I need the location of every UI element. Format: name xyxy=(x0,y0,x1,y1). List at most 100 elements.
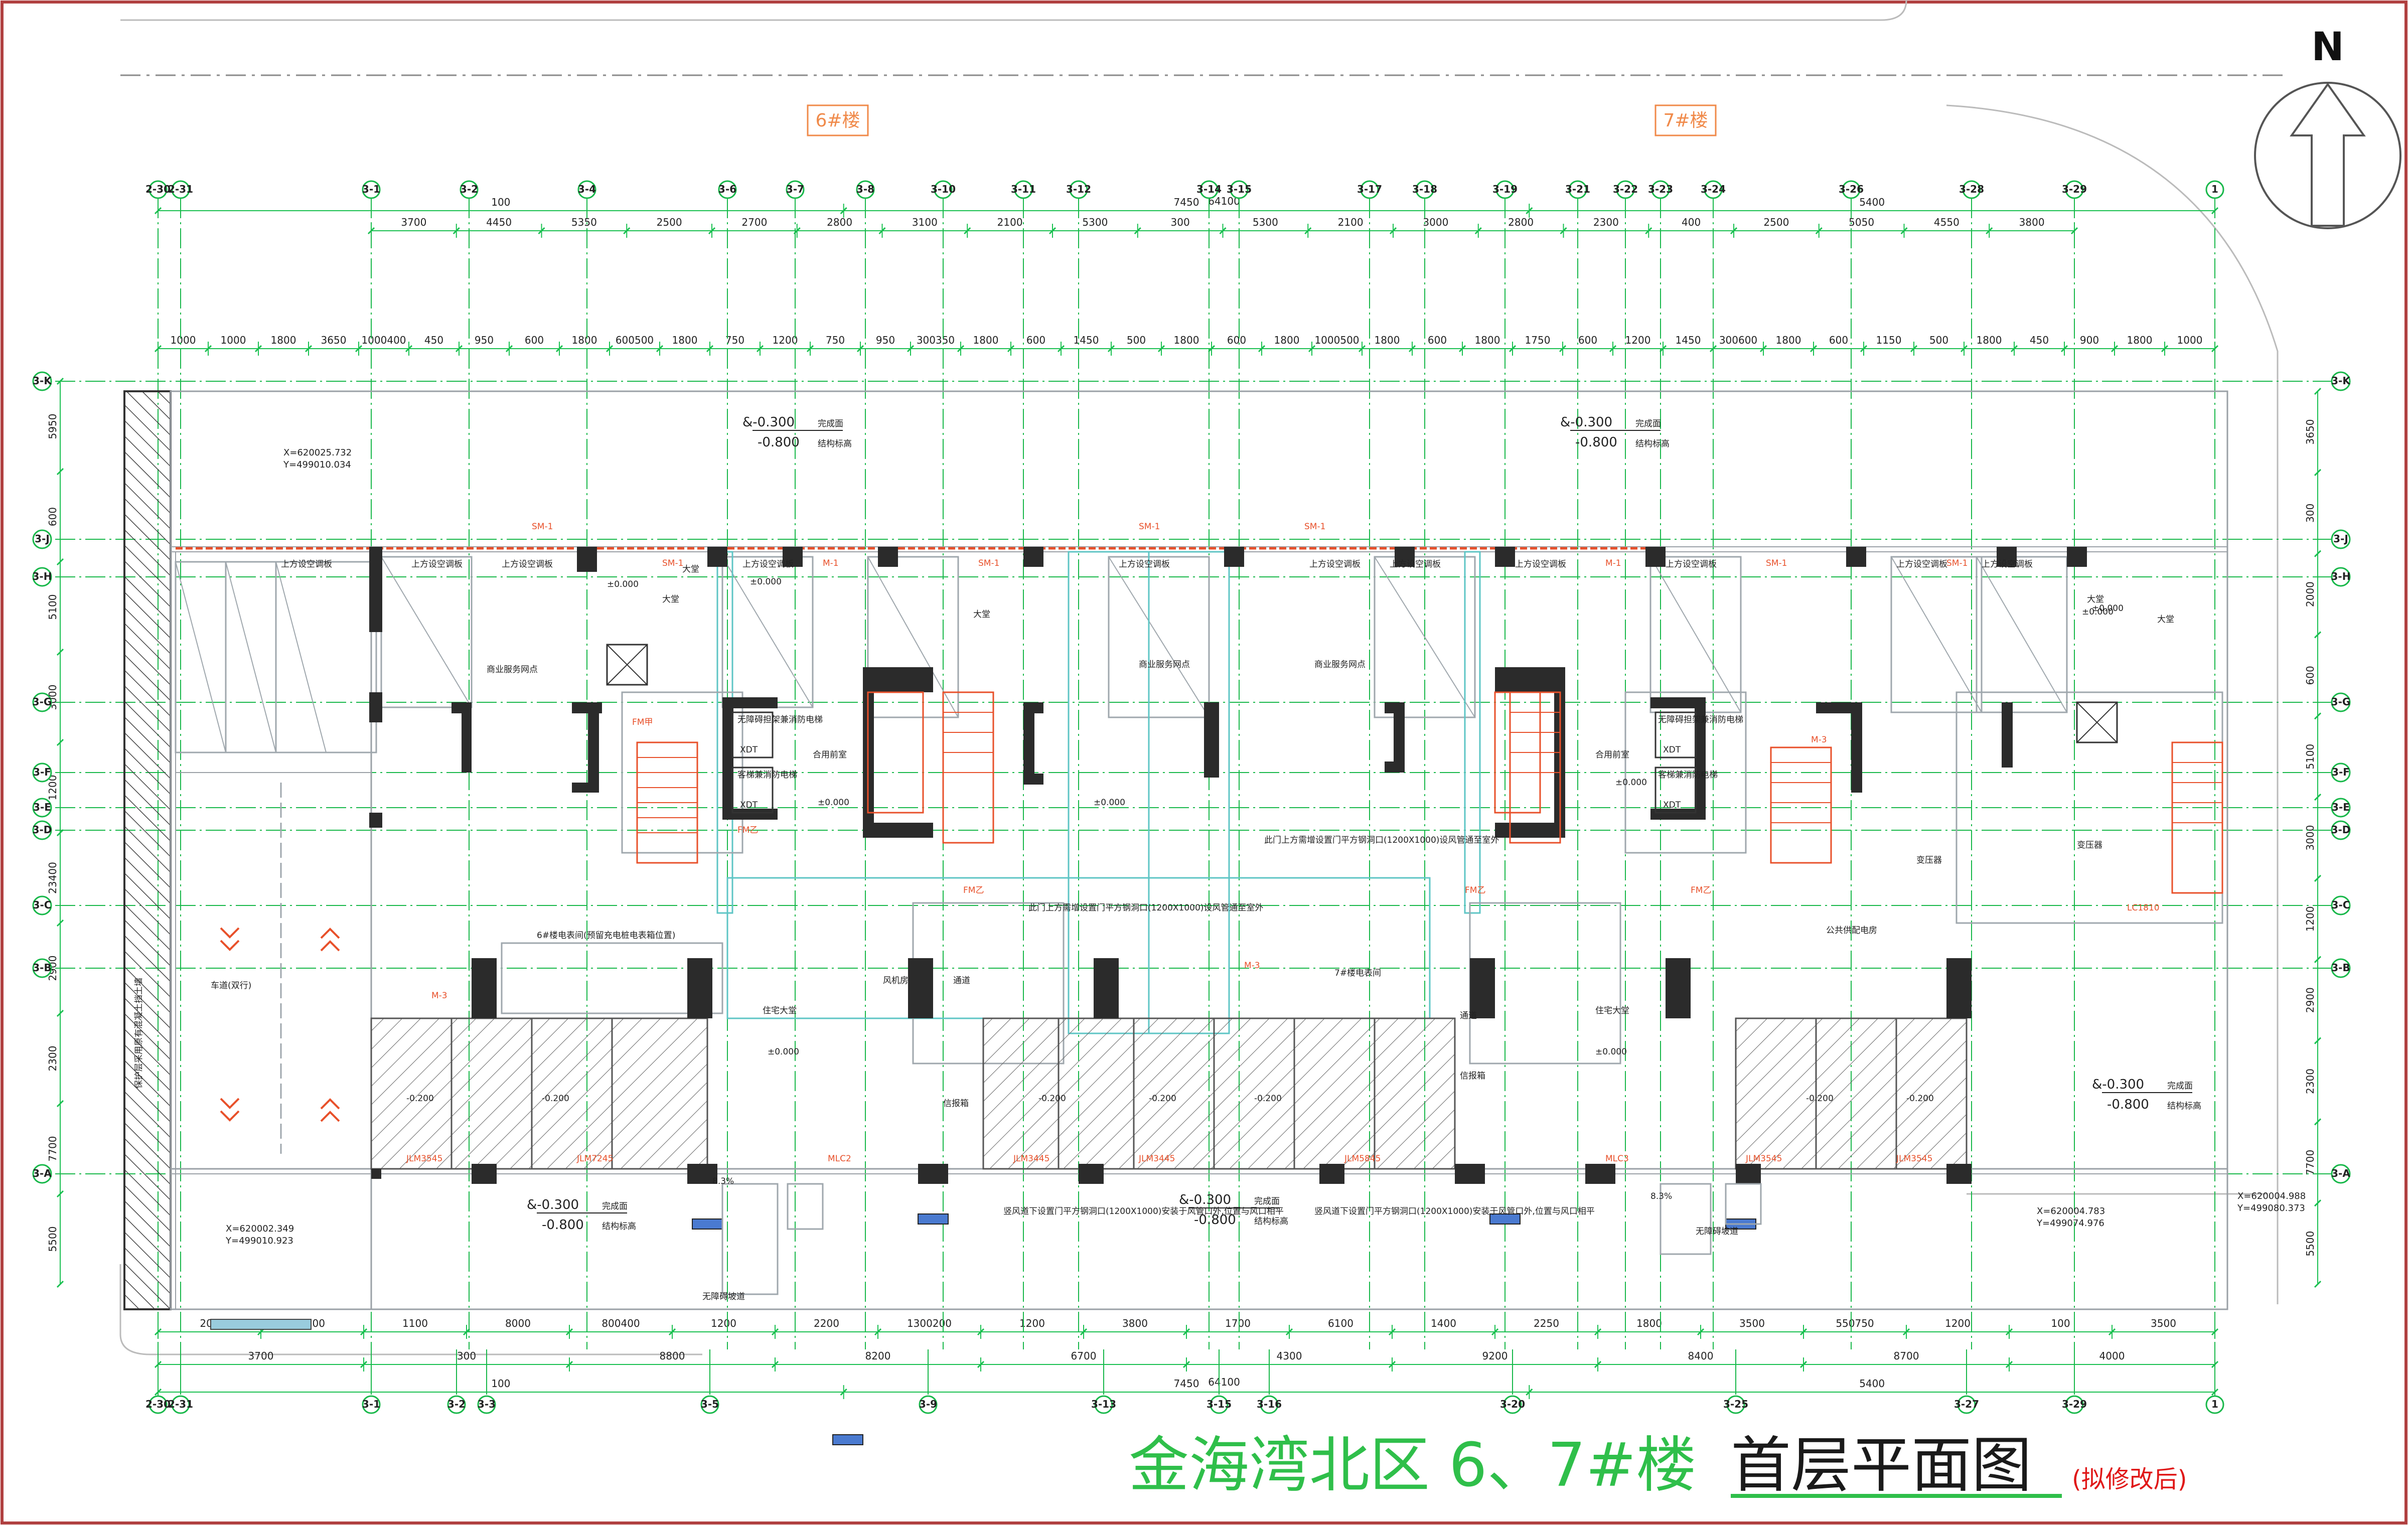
dim-tick-v xyxy=(56,738,64,746)
axis-label-top: 3-21 xyxy=(1565,183,1590,195)
dim-value: 550750 xyxy=(1836,1317,1874,1329)
room-label: 上方设空调板 xyxy=(742,559,794,569)
room-label: -0.200 xyxy=(1806,1094,1834,1104)
elevation-bottom: -0.800 xyxy=(1575,435,1617,450)
driveway-arrows xyxy=(220,783,340,1154)
dim-value: 5300 xyxy=(1253,216,1278,228)
axis-bubble-bottom xyxy=(1260,1395,1279,1414)
axis-label-bottom: 2-30 xyxy=(145,1398,171,1410)
coord-y: Y=499074.976 xyxy=(2036,1218,2104,1229)
vent-note: 此门上方需增设置门平方钢洞口(1200X1000)设风管通至室外 xyxy=(1264,835,1499,845)
building-label-7: 7#楼 xyxy=(1654,104,1717,136)
barrier-free-note: 无障碍坡道 xyxy=(1696,1227,1738,1237)
axis-bubble-right xyxy=(2331,798,2351,818)
axis-label-right: 3-J xyxy=(2333,533,2348,545)
dim-value: 1700 xyxy=(1225,1317,1251,1329)
door-tag: JLM5845 xyxy=(1344,1154,1381,1164)
door-tag: M-3 xyxy=(431,991,447,1001)
axis-bubble-right xyxy=(2331,529,2351,549)
axis-bubble-top xyxy=(362,180,381,199)
dim-value-v: 300 xyxy=(2304,504,2316,523)
elevator-shafts xyxy=(606,644,2118,814)
dim-value: 7450 xyxy=(1174,196,1199,208)
axis-label-left: 3-B xyxy=(33,962,51,974)
room-label: 商业服务网点 xyxy=(1139,660,1190,670)
door-tag: SM-1 xyxy=(978,558,999,568)
axis-bubble-left xyxy=(32,1164,52,1184)
room-label: 合用前室 xyxy=(1595,750,1629,760)
axis-bubble-right xyxy=(2331,692,2351,712)
dim-tick-v xyxy=(2314,550,2322,557)
dim-value: 300350 xyxy=(917,334,955,346)
axis-label-top: 3-15 xyxy=(1227,183,1252,195)
dim-value-v: 7700 xyxy=(2304,1150,2316,1175)
axis-label-bottom: 3-5 xyxy=(701,1398,719,1410)
axis-bubble-bottom xyxy=(1957,1395,1976,1414)
axis-bubble-top xyxy=(2065,180,2084,199)
axis-label-top: 3-6 xyxy=(718,183,736,195)
axis-bubble-top xyxy=(1415,180,1434,199)
axis-label-top: 3-26 xyxy=(1839,183,1864,195)
room-label: 客梯兼消防电梯 xyxy=(737,770,797,780)
dim-tick-v xyxy=(56,558,64,566)
elevation-bottom-note: 结构标高 xyxy=(1635,439,1670,449)
coord-y: Y=499010.034 xyxy=(283,460,351,470)
axis-bubble-bottom xyxy=(148,1395,168,1414)
dim-tick-v xyxy=(56,1190,64,1198)
door-tag: SM-1 xyxy=(1139,522,1160,532)
axis-label-bottom: 3-20 xyxy=(1500,1398,1525,1410)
dim-value: 1000500 xyxy=(1314,334,1359,346)
axis-bubble-top xyxy=(856,180,875,199)
axis-bubble-left xyxy=(32,529,52,549)
axis-label-top: 2-31 xyxy=(168,183,193,195)
dim-value-v: 2900 xyxy=(2304,987,2316,1013)
axis-label-top: 3-23 xyxy=(1648,183,1673,195)
dim-value: 2800 xyxy=(1508,216,1534,228)
dim-value: 2700 xyxy=(741,216,767,228)
dim-value: 4450 xyxy=(486,216,512,228)
axis-label-right: 3-G xyxy=(2331,696,2351,708)
dim-value-v: 600 xyxy=(2304,666,2316,685)
room-label: ±0.000 xyxy=(750,577,782,587)
room-label: 上方设空调板 xyxy=(1309,559,1361,569)
axis-bubble-top xyxy=(1962,180,1981,199)
dim-value-v: 2300 xyxy=(2304,1069,2316,1094)
elevation-top: &-0.300 xyxy=(527,1197,579,1212)
dim-value: 8400 xyxy=(1688,1350,1714,1362)
elevation-bottom-note: 结构标高 xyxy=(602,1222,636,1232)
dim-value: 2200 xyxy=(814,1317,839,1329)
axis-label-top: 3-8 xyxy=(856,183,874,195)
door-tag: MLC3 xyxy=(1605,1154,1629,1164)
title-note: (拟修改后) xyxy=(2072,1465,2187,1493)
axis-bubble-top xyxy=(577,180,596,199)
dim-value: 1800 xyxy=(1475,334,1500,346)
door-tag: M-1 xyxy=(1605,558,1621,568)
room-label: ±0.000 xyxy=(818,798,849,808)
dim-value: 750 xyxy=(826,334,845,346)
axis-bubble-top xyxy=(148,180,168,199)
axis-bubble-top xyxy=(1014,180,1033,199)
room-label: -0.200 xyxy=(406,1094,434,1104)
dim-value: 600 xyxy=(1026,334,1045,346)
coord-y: Y=499010.923 xyxy=(225,1236,293,1246)
axis-bubble-right xyxy=(2331,958,2351,978)
axis-label-top: 2-30 xyxy=(145,183,171,195)
dim-value: 1800 xyxy=(973,334,999,346)
axis-bubble-top xyxy=(786,180,805,199)
room-label: 风机房 xyxy=(883,976,909,986)
coord-x: X=620025.732 xyxy=(283,447,352,458)
dim-value: 1800 xyxy=(1776,334,1801,346)
dim-value: 3800 xyxy=(2019,216,2045,228)
dim-tick-v xyxy=(2314,631,2322,639)
dim-value: 100 xyxy=(2051,1317,2070,1329)
shaft-note: 竖风道下设置门平方钢洞口(1200X1000)安装于风管口外,位置与风口相平 xyxy=(1314,1206,1595,1216)
door-tag: SM-1 xyxy=(1304,522,1325,532)
dim-tick-v xyxy=(2314,956,2322,963)
dim-value: 300 xyxy=(1171,216,1190,228)
axis-label-right: 3-B xyxy=(2331,962,2350,974)
room-label: 上方设空调板 xyxy=(281,559,332,569)
axis-bubble-top xyxy=(1616,180,1635,199)
